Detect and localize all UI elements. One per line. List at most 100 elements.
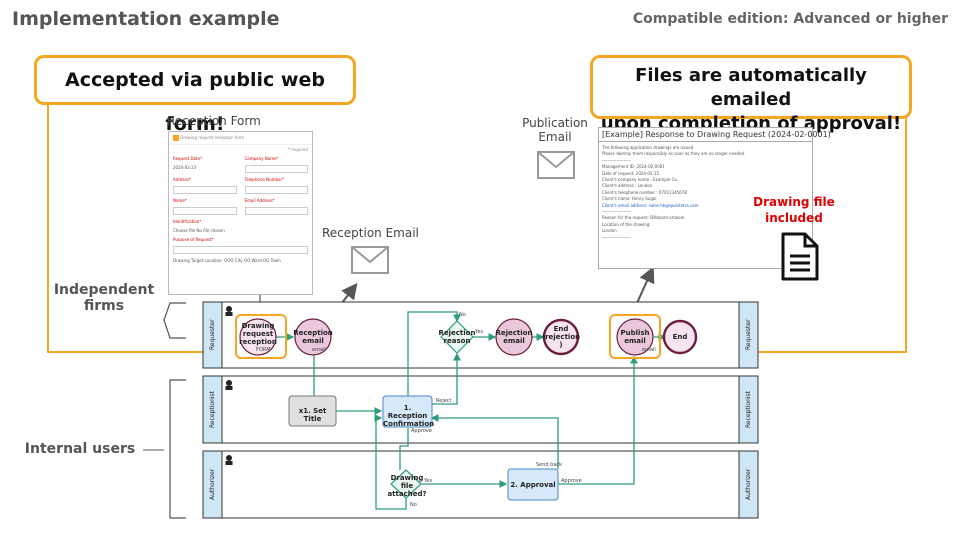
node-label-line: email [624,337,646,345]
form-header-text: Drawing request reception form [180,135,245,140]
node-label-line: reception [239,338,277,346]
form-company-field [244,165,308,173]
node-label-line: Rejection [495,329,533,337]
drawing-note-line: Drawing file [753,195,835,209]
form-request-date-value: 2024-02-23 [173,165,197,170]
node-label-line: Drawing [241,322,275,330]
email-tag: email [312,347,326,353]
form-logo-icon [173,135,179,141]
approval-label: 2. Approval [510,481,556,489]
form-email-field [244,207,308,215]
publication-email-label: Publication Email [520,116,590,144]
lane-label-authorizer-right: Authorizer [745,468,752,501]
end-rejection-label: End (rejection ) [541,325,581,349]
approval-task [507,468,559,501]
node-label-line: email [302,337,324,345]
publish-highlight [609,314,661,359]
lane-label-receptionist-right: Receptionist [745,390,752,429]
mail-line: The following application drawings are i… [602,145,695,150]
edge-label-approve: Approve [561,478,582,484]
mail-line: Client's company name : Example Co. [602,177,679,183]
rejection-gateway [440,320,474,354]
mail-line: Please destroy them responsibly as soon … [602,151,746,157]
form-company-label: Company Name* [244,156,279,161]
node-label-line: attached? [387,490,427,498]
rejection-email-event [495,318,533,356]
node-label-line: 1. Reception [387,404,428,420]
mail-line: -------------------- [602,209,631,215]
lane-label-receptionist: Receptionist [209,390,216,429]
node-label-line: Confirmation [383,420,435,428]
reception-email-label: Reception Email [322,226,419,240]
envelope-icon [351,246,389,274]
side-label-line: Independent [53,282,155,298]
edge-label-send-back: Send back [536,462,563,468]
node-label-line: Drawing [390,474,424,482]
edge-label-no: No [410,502,417,508]
node-label-line: (rejection [541,333,581,341]
set-title-label: x1. Set Title [298,407,327,423]
form-request-date-label: Request Date* [173,156,203,161]
node-label-line: End [553,325,569,333]
drawing-gateway [390,469,422,499]
form-email-label: Email Address* [244,198,275,203]
internal-users-label: Internal users [24,441,136,457]
drawing-file-note: Drawing file included [744,194,844,226]
slide-title: Implementation example [12,8,280,30]
mail-line: -------------------- [602,234,631,240]
lane-label-authorizer: Authorizer [209,468,216,501]
drawing-note-line: included [765,211,823,225]
form-identification-label: Identification* [173,219,202,224]
independent-bracket [163,302,186,339]
start-form-tag: FORM [256,347,271,353]
drawing-gateway-label: Drawing file attached? [385,474,429,498]
end-rejection-event [542,318,580,356]
node-label-line: request [242,330,274,338]
rejection-gateway-label: Rejection reason [433,329,481,345]
reception-confirmation-task [382,395,433,428]
email-tag: email [642,347,656,353]
publish-email-node-label: Publish email [615,329,655,345]
publication-mail-preview: [Example] Response to Drawing Request (2… [598,127,831,269]
node-label-line: reason [443,337,471,345]
lane-label-requester-right: Requester [745,319,752,351]
mail-subject: [Example] Response to Drawing Request (2… [599,128,831,142]
mail-body: The following application drawings are i… [599,142,812,244]
node-label-line: email [503,337,525,345]
form-target-label: Drawing Target Location: OOO City OO War… [173,258,281,263]
reception-email-node-label: Reception email [293,329,333,345]
edge-label-no: No [459,312,466,318]
document-icon [781,232,819,281]
reception-confirmation-label: 1. Reception Confirmation [383,404,435,428]
set-title-task [288,395,337,427]
form-file-picker: Choose file No file chosen [169,226,312,235]
mail-line: Management ID: 2024-02-0001 [602,164,665,170]
reception-form-label: Reception Form [167,114,261,128]
node-label-line: Publish [620,329,650,337]
mail-line: Client's address : London [602,183,653,189]
auto-email-callout: Files are automatically emailed upon com… [590,55,912,134]
start-event-label: Drawing request reception [236,322,280,346]
form-name-label: Name* [173,198,187,203]
end-event-label: End [672,333,688,341]
lane-label-requester: Requester [209,319,216,351]
mail-line: Client's name: Henry Sugai [602,196,657,202]
internal-bracket [169,379,186,519]
mail-line: Client's email address: sales-hb@questet… [602,202,699,208]
node-label-line: file [400,482,414,490]
publication-line: Publication [522,116,588,130]
left-callout-leader [47,105,237,353]
start-highlight [235,314,287,359]
mail-line: Location of the drawing: [602,221,651,227]
form-address-field [173,186,237,194]
lane-receptionist [202,375,759,444]
form-required: * required [287,147,308,152]
form-header: Drawing request reception form [169,132,312,145]
publication-line: Email [538,130,572,144]
callout-line: Files are automatically emailed [635,65,867,110]
person-icon [225,455,233,465]
form-name-field [173,207,237,215]
person-icon [225,306,233,316]
form-choose-file: Choose file [173,228,196,233]
